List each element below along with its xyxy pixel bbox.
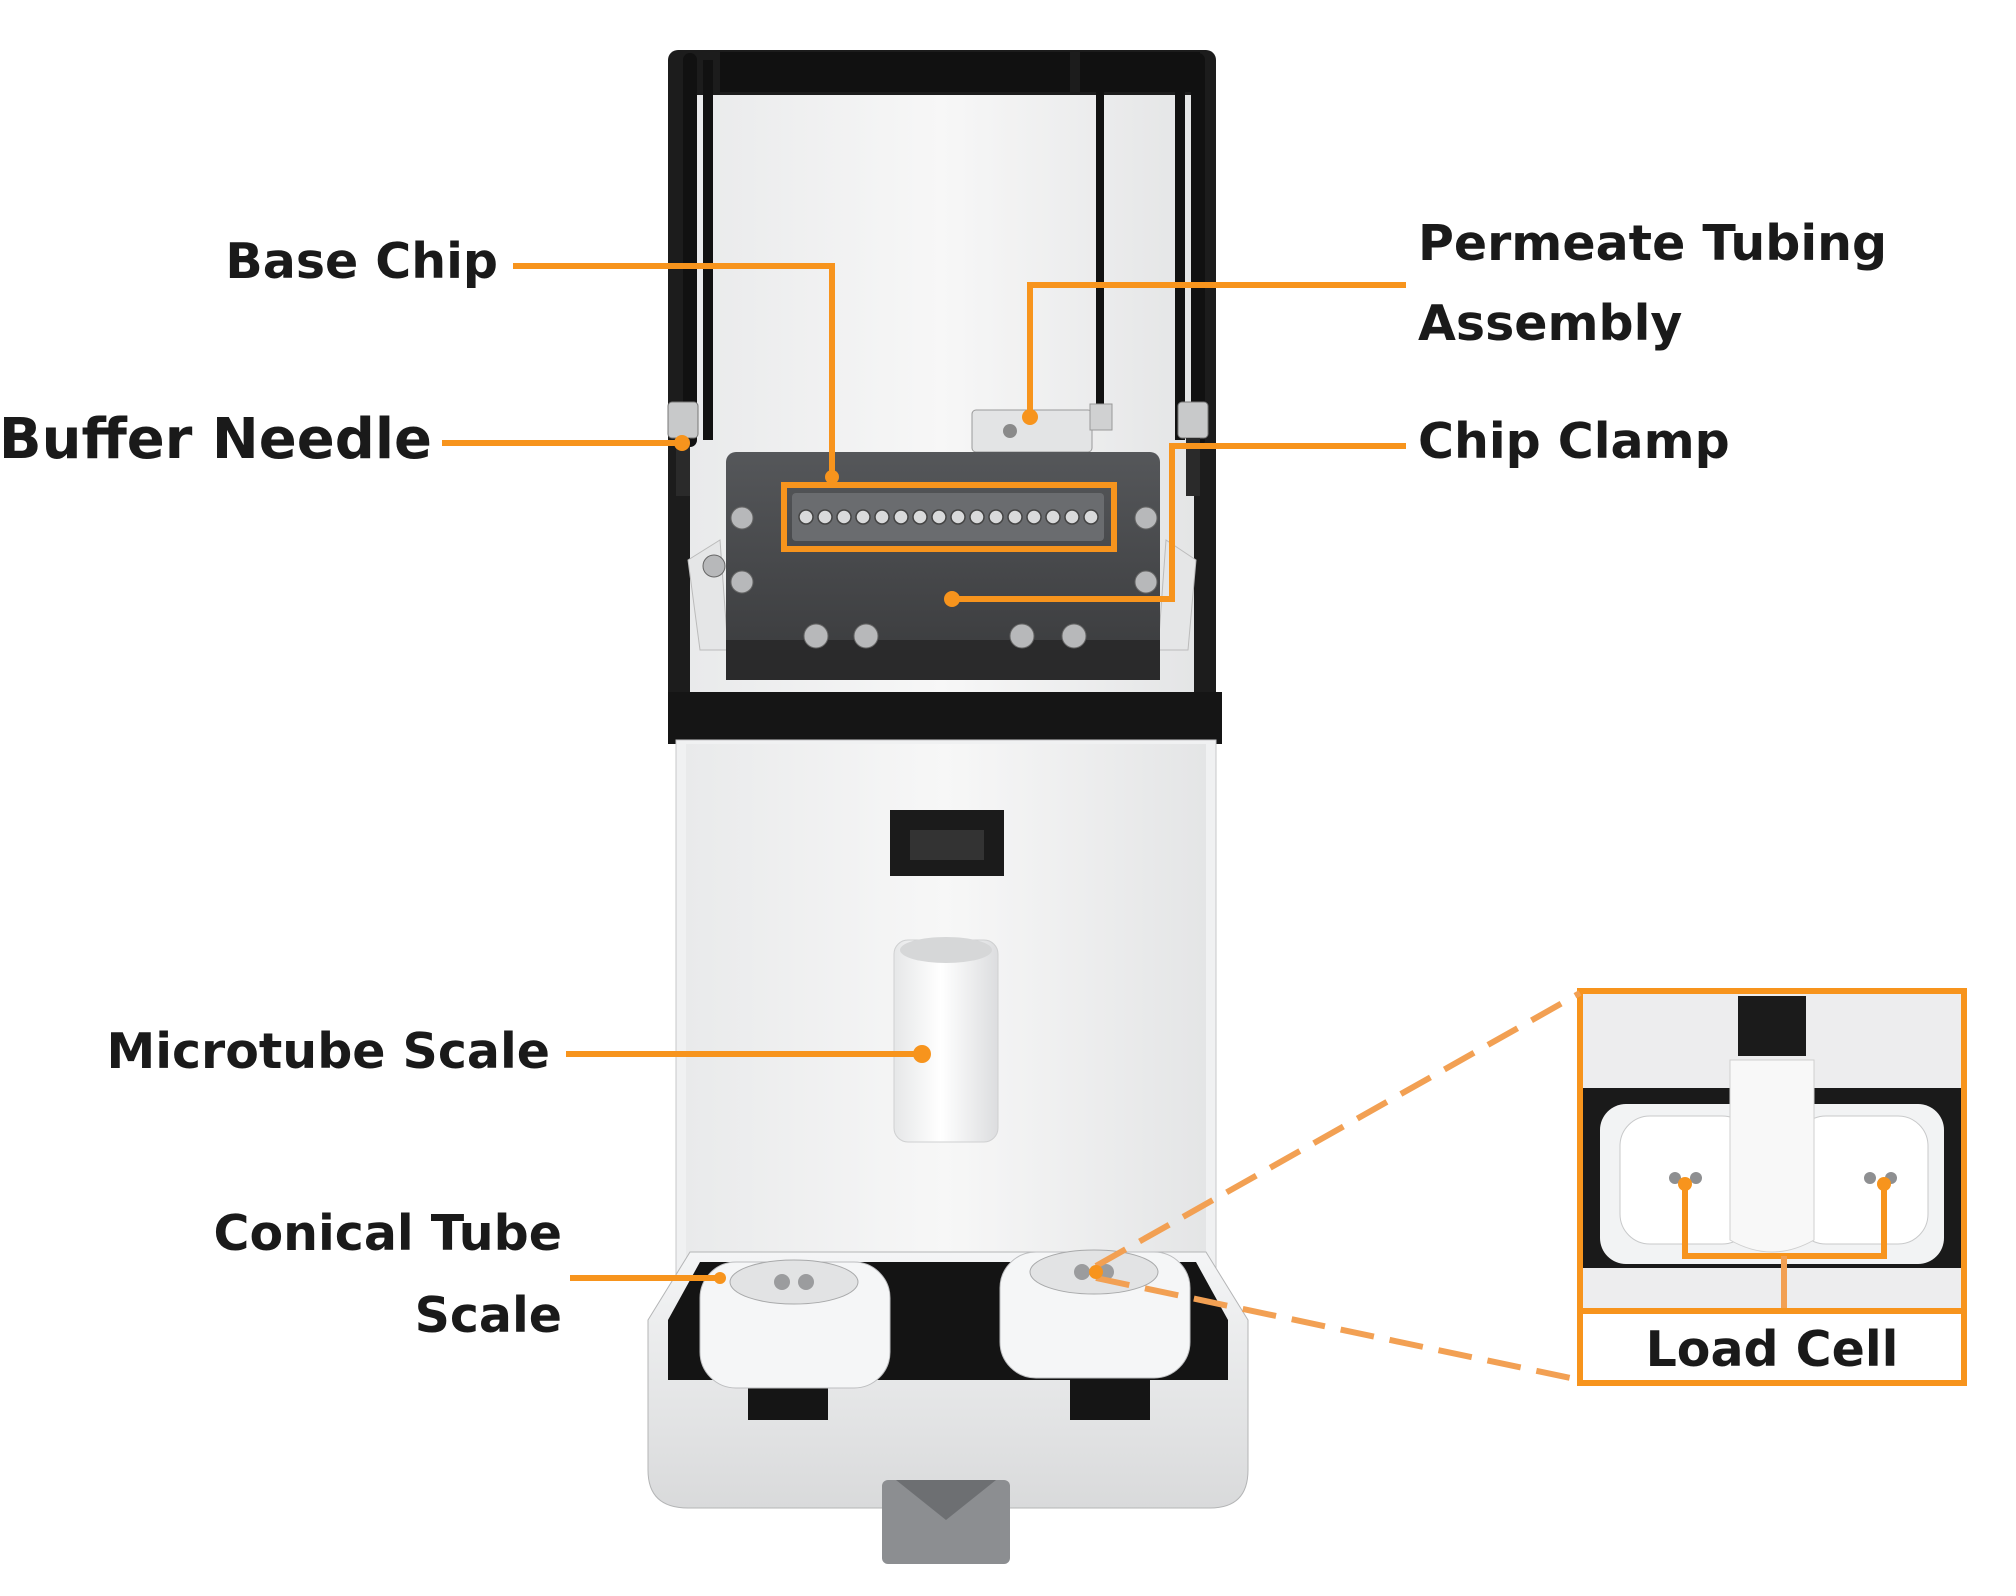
label-base-chip: Base Chip bbox=[225, 233, 498, 290]
load-cell-inset-frame bbox=[1577, 988, 1967, 1386]
base-chip-highlight bbox=[781, 482, 1117, 552]
leader-inset-top bbox=[1094, 990, 1582, 1269]
leader-lines bbox=[442, 263, 1582, 1383]
load-cell-inset bbox=[1577, 988, 1967, 1386]
leader-chip-clamp bbox=[952, 443, 1406, 602]
label-microtube-scale: Microtube Scale bbox=[106, 1023, 550, 1080]
buffer-needle-fitting-right bbox=[1177, 401, 1209, 496]
label-chip-clamp: Chip Clamp bbox=[1418, 413, 1730, 470]
label-load-cell: Load Cell bbox=[1646, 1321, 1899, 1378]
label-permeate-line2: Assembly bbox=[1418, 295, 1682, 352]
label-permeate-line1: Permeate Tubing bbox=[1418, 215, 1887, 272]
leader-permeate bbox=[1027, 282, 1406, 417]
label-conical-line2: Scale bbox=[415, 1287, 562, 1344]
leader-base-chip bbox=[513, 263, 835, 475]
instrument-illustration bbox=[647, 50, 1249, 1564]
leader-inset-bottom bbox=[1095, 1275, 1581, 1383]
leader-endpoints bbox=[674, 409, 1103, 1284]
label-conical-line1: Conical Tube bbox=[213, 1205, 562, 1262]
label-buffer-needle: Buffer Needle bbox=[0, 407, 432, 472]
bottom-tray bbox=[647, 1249, 1249, 1564]
buffer-needle-fitting-left bbox=[667, 401, 699, 496]
base-chip-holes bbox=[792, 493, 1104, 541]
permeate-connector bbox=[971, 403, 1113, 453]
